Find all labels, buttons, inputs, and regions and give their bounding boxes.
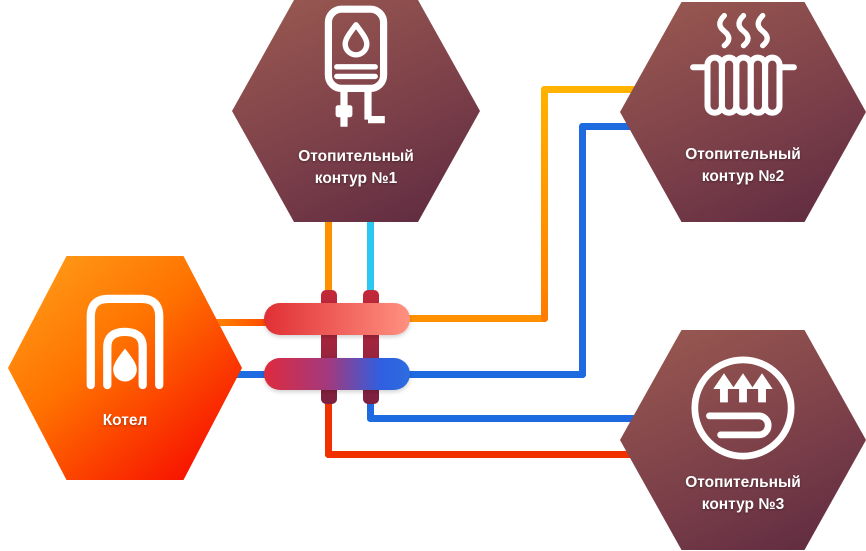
pipe-circuit2-return-riser (579, 123, 586, 378)
circuit3-label-line2: контур №3 (701, 496, 785, 514)
pipe-circuit3-return-run (367, 415, 683, 422)
pipe-circuit2-supply-top (541, 86, 663, 93)
water-heater-icon (296, 4, 416, 144)
pipe-circuit1-supply (325, 210, 332, 310)
node-boiler: Котел (8, 256, 242, 480)
manifold-bottom-bar (264, 358, 410, 390)
circuit3-label-line1: Отопительный (685, 474, 801, 491)
pipe-circuit3-supply-run (325, 451, 705, 458)
node-circuit-2: Отопительный контур №2 (620, 2, 866, 222)
pipe-circuit2-supply-run (402, 315, 548, 322)
circuit1-label-line1: Отопительный (298, 148, 414, 165)
pipe-circuit3-supply-drop (325, 392, 332, 458)
pipe-circuit3-return-drop (367, 392, 374, 422)
pipe-circuit1-return (367, 210, 374, 310)
circuit2-label-line2: контур №2 (701, 168, 785, 186)
node-circuit-3: Отопительный контур №3 (620, 330, 866, 550)
pipe-circuit2-supply-riser (541, 86, 548, 322)
pipe-boiler-return (210, 371, 280, 378)
radiator-icon (681, 12, 806, 132)
circuit2-label-line1: Отопительный (685, 146, 801, 163)
pipe-boiler-supply (210, 319, 280, 326)
boiler-flame-icon (66, 280, 184, 398)
circuit1-label-line2: контур №1 (314, 170, 398, 188)
underfloor-heating-icon (687, 352, 799, 464)
boiler-label: Котел (102, 412, 148, 429)
node-circuit-1: Отопительный контур №1 (232, 0, 480, 222)
pipe-circuit2-return-run (402, 371, 586, 378)
manifold-top-bar (264, 303, 410, 335)
